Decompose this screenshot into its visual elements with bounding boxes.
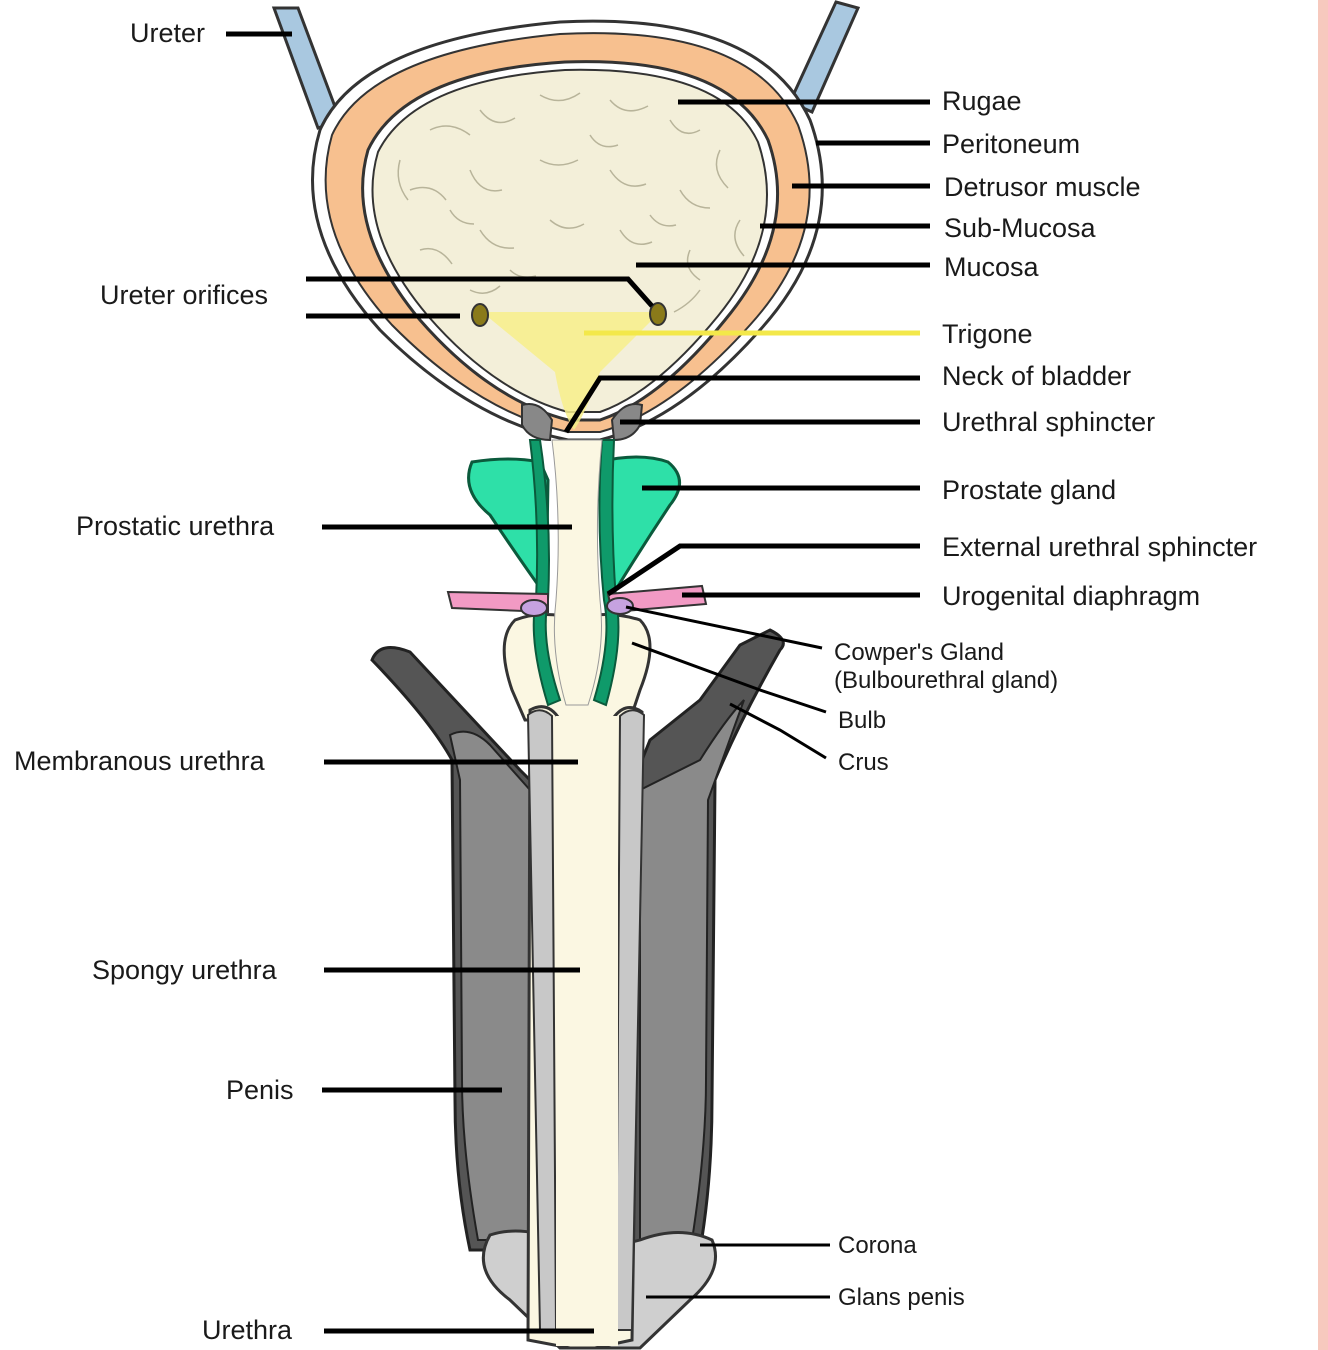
cowper-gland-right [607, 598, 633, 614]
leader-crus [730, 704, 826, 758]
right-border-strip [1318, 0, 1328, 1350]
label-detrusor: Detrusor muscle [944, 172, 1141, 202]
label-bulb: Bulb [838, 707, 886, 734]
label-cowper-2: (Bulbourethral gland) [834, 667, 1058, 694]
label-prostatic-urethra: Prostatic urethra [76, 511, 275, 541]
label-ureter: Ureter [130, 18, 205, 48]
label-crus: Crus [838, 749, 889, 776]
label-ureter-orifices: Ureter orifices [100, 280, 268, 310]
cowper-gland-left [521, 600, 547, 616]
label-submucosa: Sub-Mucosa [944, 213, 1097, 243]
label-membranous: Membranous urethra [14, 746, 266, 776]
label-glans: Glans penis [838, 1284, 965, 1311]
label-urethral-sphincter: Urethral sphincter [942, 407, 1155, 437]
prostatic-urethra-lumen [552, 440, 602, 705]
label-trigone: Trigone [942, 319, 1033, 349]
label-penis: Penis [226, 1075, 294, 1105]
ureter-right [790, 2, 858, 112]
label-external-sphincter: External urethral sphincter [942, 532, 1257, 562]
label-cowper-1: Cowper's Gland [834, 639, 1004, 666]
label-corona: Corona [838, 1232, 917, 1259]
label-mucosa: Mucosa [944, 252, 1040, 282]
urethra-lumen [556, 716, 618, 1346]
label-peritoneum: Peritoneum [942, 129, 1080, 159]
label-neck: Neck of bladder [942, 361, 1131, 391]
label-urogenital: Urogenital diaphragm [942, 581, 1200, 611]
label-prostate: Prostate gland [942, 475, 1116, 505]
label-rugae: Rugae [942, 86, 1022, 116]
ureter-orifice-right [650, 303, 666, 325]
leader-cowper [626, 607, 822, 648]
label-urethra: Urethra [202, 1315, 293, 1345]
ureter-orifice-left [472, 304, 488, 326]
label-spongy: Spongy urethra [92, 955, 278, 985]
leader-external-sphincter [608, 546, 920, 594]
